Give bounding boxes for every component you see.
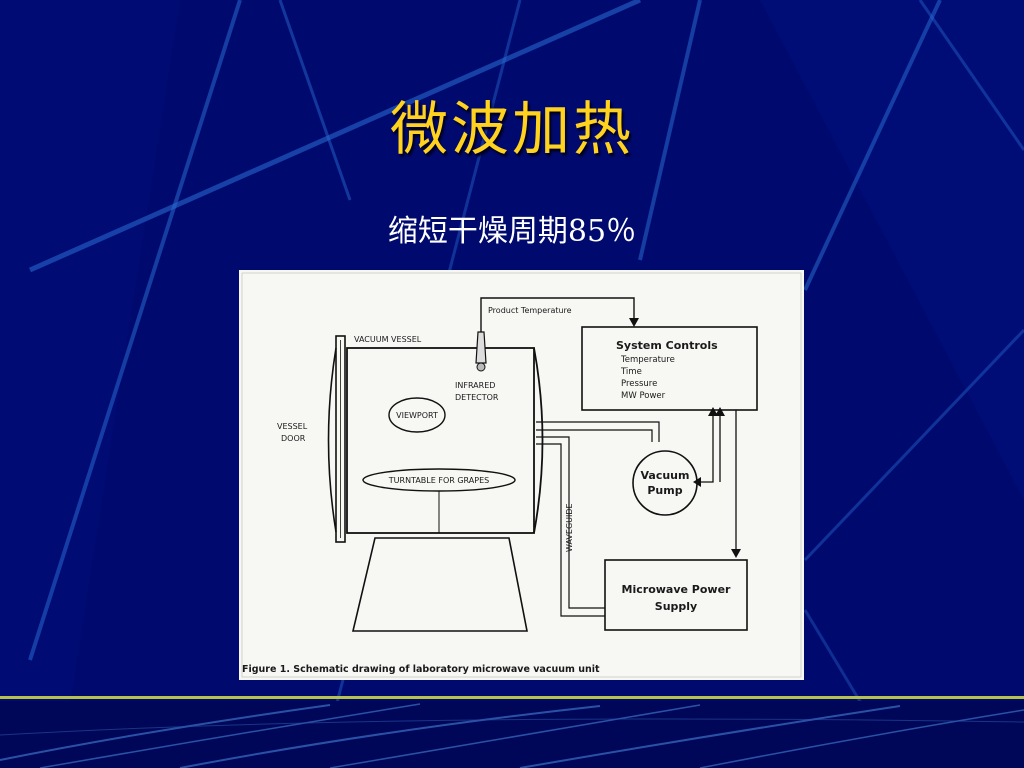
system-controls-item: Temperature	[620, 355, 675, 365]
system-controls-item: Time	[620, 367, 642, 377]
figure-caption: Figure 1. Schematic drawing of laborator…	[242, 664, 600, 675]
vessel-door-label-2: DOOR	[281, 434, 306, 443]
vacuum-pump-label: Vacuum	[641, 469, 690, 482]
vacuum-vessel	[346, 347, 535, 534]
vessel-stand	[351, 537, 528, 632]
schematic-figure: Product Temperature VACUUM VESSEL INFRAR…	[239, 270, 804, 680]
system-controls-item: MW Power	[621, 391, 666, 401]
microwave-supply-label: Microwave Power	[622, 583, 732, 596]
slide-subtitle: 缩短干燥周期85％	[387, 214, 637, 249]
vacuum-vessel-label: VACUUM VESSEL	[354, 335, 422, 344]
schematic-drawing: Product Temperature VACUUM VESSEL INFRAR…	[239, 270, 804, 680]
vessel-door-label: VESSEL	[277, 422, 308, 431]
waveguide-label: WAVEGUIDE	[565, 503, 574, 552]
microwave-supply-box	[604, 559, 748, 631]
infrared-detector	[475, 331, 487, 364]
decorative-lines	[28, 0, 1024, 768]
system-controls-item: Pressure	[621, 379, 657, 389]
infrared-detector-label-2: DETECTOR	[455, 393, 499, 402]
footer-streaks	[0, 703, 1024, 768]
footer-line	[0, 696, 1024, 699]
slide-title: 微波加热	[389, 95, 634, 163]
vacuum-pump	[632, 450, 698, 516]
product-temperature-label: Product Temperature	[488, 306, 572, 315]
infrared-detector-label: INFRARED	[455, 381, 495, 390]
vacuum-pump-label-2: Pump	[647, 484, 682, 497]
viewport	[388, 397, 446, 433]
system-controls-box	[581, 326, 758, 411]
viewport-label: VIEWPORT	[396, 411, 438, 420]
system-controls-title: System Controls	[616, 339, 718, 352]
turntable-label: TURNTABLE FOR GRAPES	[388, 476, 489, 485]
microwave-supply-label-2: Supply	[655, 600, 697, 613]
